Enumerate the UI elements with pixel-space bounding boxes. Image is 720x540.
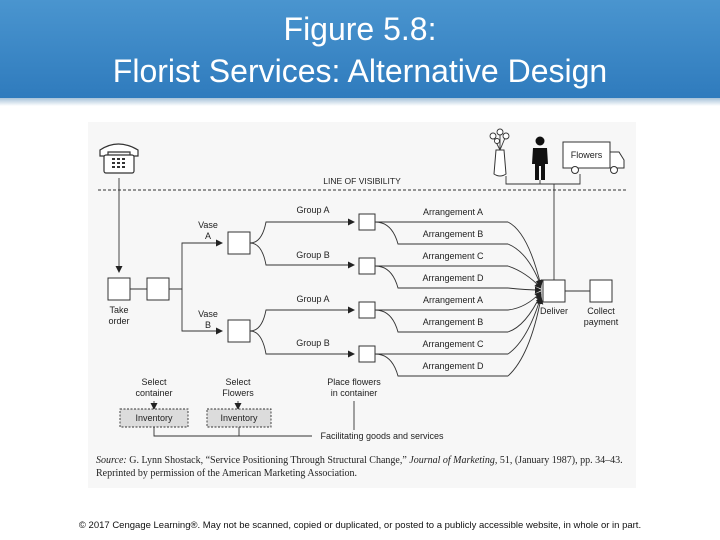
source-citation: Source: G. Lynn Shostack, “Service Posit… bbox=[96, 454, 636, 480]
arrangement-label-7: Arrangement C bbox=[422, 339, 484, 349]
copyright-notice: © 2017 Cengage Learning®. May not be sca… bbox=[78, 520, 642, 531]
vase-b-label-1: Vase bbox=[198, 309, 218, 319]
select-flowers-label-1: Select bbox=[225, 377, 251, 387]
title-banner bbox=[0, 0, 720, 98]
group-box-1 bbox=[358, 213, 376, 231]
group-1-branch-b bbox=[374, 221, 508, 245]
inventory-label-1: Inventory bbox=[135, 413, 173, 423]
delivery-truck-icon: Flowers bbox=[562, 141, 625, 174]
group-box-4 bbox=[358, 345, 376, 363]
collect-payment-label-1: Collect bbox=[587, 306, 615, 316]
arrangement-label-6: Arrangement B bbox=[423, 317, 484, 327]
to-vase-b-arrow bbox=[181, 289, 223, 335]
place-flowers-label-1: Place flowers bbox=[327, 377, 381, 387]
take-order-label-1: Take bbox=[109, 305, 128, 315]
collect-payment-box bbox=[589, 279, 613, 303]
place-flowers-label-2: in container bbox=[331, 388, 378, 398]
source-journal: Journal of Marketing, bbox=[409, 455, 498, 466]
source-line-1: Source: G. Lynn Shostack, “Service Posit… bbox=[96, 454, 636, 467]
page-title-line-2: Florist Services: Alternative Design bbox=[112, 53, 608, 89]
group-label-1: Group A bbox=[296, 205, 329, 215]
arrangement-label-4: Arrangement D bbox=[422, 273, 484, 283]
telephone-icon bbox=[99, 143, 139, 174]
deliver-box bbox=[542, 279, 566, 303]
vase-a-label-2: A bbox=[205, 231, 211, 241]
group-label-4: Group B bbox=[296, 338, 330, 348]
facilitating-connector-left bbox=[153, 427, 312, 437]
select-container-label-1: Select bbox=[141, 377, 167, 387]
vase-b-box bbox=[227, 319, 251, 343]
truck-label: Flowers bbox=[571, 150, 603, 160]
arrangement-label-2: Arrangement B bbox=[423, 229, 484, 239]
vase-b-group-b-arrow bbox=[249, 330, 355, 358]
converging-arrows bbox=[507, 221, 544, 377]
source-details: 51, (January 1987), pp. 34–43. bbox=[497, 455, 623, 466]
group-4-branch-d bbox=[374, 353, 508, 377]
source-line-2: Reprinted by permission of the American … bbox=[96, 468, 358, 479]
group-2-branch-d bbox=[374, 265, 508, 289]
select-container-label-2: container bbox=[135, 388, 172, 398]
page-title: Figure 5.8: Florist Services: Alternativ… bbox=[0, 8, 720, 92]
vase-b-group-a-arrow bbox=[249, 306, 355, 332]
source-author: G. Lynn Shostack, “Service Positioning T… bbox=[126, 455, 410, 466]
vase-a-group-b-arrow bbox=[249, 242, 355, 269]
vase-a-box bbox=[227, 231, 251, 255]
facilitating-label: Facilitating goods and services bbox=[320, 431, 444, 441]
title-banner-shadow bbox=[0, 98, 720, 106]
group-label-3: Group A bbox=[296, 294, 329, 304]
vase-b-label-2: B bbox=[205, 320, 211, 330]
arrangement-label-5: Arrangement A bbox=[423, 295, 483, 305]
collect-payment-label-2: payment bbox=[584, 317, 619, 327]
vase-flowers-icon bbox=[489, 128, 510, 177]
inventory-label-2: Inventory bbox=[220, 413, 258, 423]
group-3-branch-b bbox=[374, 309, 508, 333]
group-box-3 bbox=[358, 301, 376, 319]
person-icon bbox=[532, 136, 548, 180]
deliver-label: Deliver bbox=[540, 306, 568, 316]
group-label-2: Group B bbox=[296, 250, 330, 260]
arrangement-label-8: Arrangement D bbox=[422, 361, 484, 371]
group-box-2 bbox=[358, 257, 376, 275]
source-label: Source: bbox=[96, 455, 127, 466]
select-flowers-label-2: Flowers bbox=[222, 388, 254, 398]
to-vase-a-arrow bbox=[169, 239, 223, 290]
order-step-box bbox=[146, 277, 170, 301]
arrangement-label-3: Arrangement C bbox=[422, 251, 484, 261]
arrangement-label-1: Arrangement A bbox=[423, 207, 483, 217]
vase-a-group-a-arrow bbox=[249, 218, 355, 244]
vase-truck-connector bbox=[505, 174, 581, 185]
page-title-line-1: Figure 5.8: bbox=[283, 11, 437, 47]
take-order-label-2: order bbox=[108, 316, 129, 326]
vase-a-label-1: Vase bbox=[198, 220, 218, 230]
line-of-visibility-label: LINE OF VISIBILITY bbox=[323, 176, 401, 186]
take-order-box bbox=[107, 277, 131, 301]
